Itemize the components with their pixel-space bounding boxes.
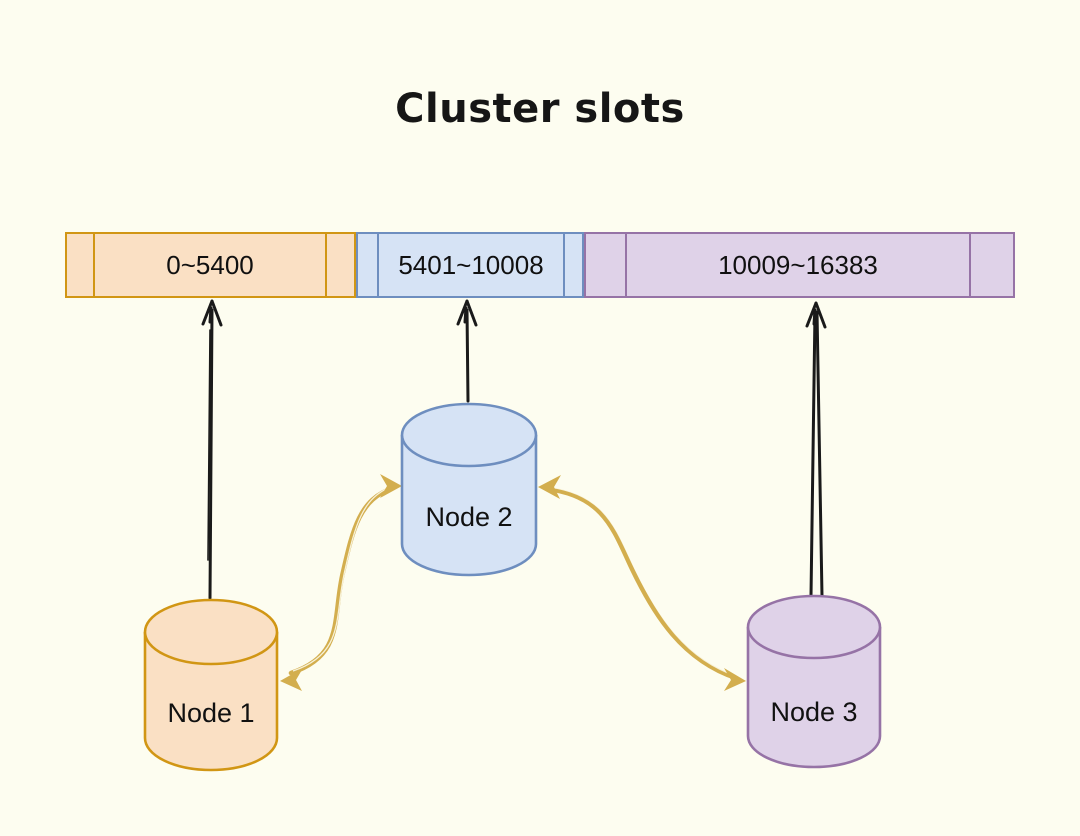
slot-range-label: 10009~16383 <box>718 249 878 280</box>
slot-segment-node2: 5401~10008 <box>356 232 584 298</box>
node-link-arrow-node2-node3 <box>538 475 746 691</box>
slot-segment-node3: 10009~16383 <box>584 232 1015 298</box>
slot-range-node3: 10009~16383 <box>625 234 971 296</box>
slot-range-label: 0~5400 <box>166 249 254 280</box>
node2-label: Node 2 <box>425 502 513 532</box>
slot-arrow-node1 <box>201 299 223 600</box>
slot-arrow-node2 <box>456 299 478 403</box>
slots-bar: 0~5400 5401~10008 10009~16383 <box>65 232 1015 298</box>
slot-segment-node1: 0~5400 <box>65 232 356 298</box>
slot-range-node1: 0~5400 <box>93 234 327 296</box>
node2-cylinder <box>400 402 538 577</box>
slot-arrow-node3 <box>805 301 827 598</box>
node1-cylinder <box>143 598 279 772</box>
node3-label: Node 3 <box>770 697 858 727</box>
diagram-title: Cluster slots <box>395 86 685 132</box>
slot-range-label: 5401~10008 <box>398 249 544 280</box>
node1-label: Node 1 <box>167 698 255 728</box>
slot-range-node2: 5401~10008 <box>377 234 565 296</box>
node3-cylinder <box>746 594 882 769</box>
node-link-arrow-node1-node2 <box>280 474 402 691</box>
